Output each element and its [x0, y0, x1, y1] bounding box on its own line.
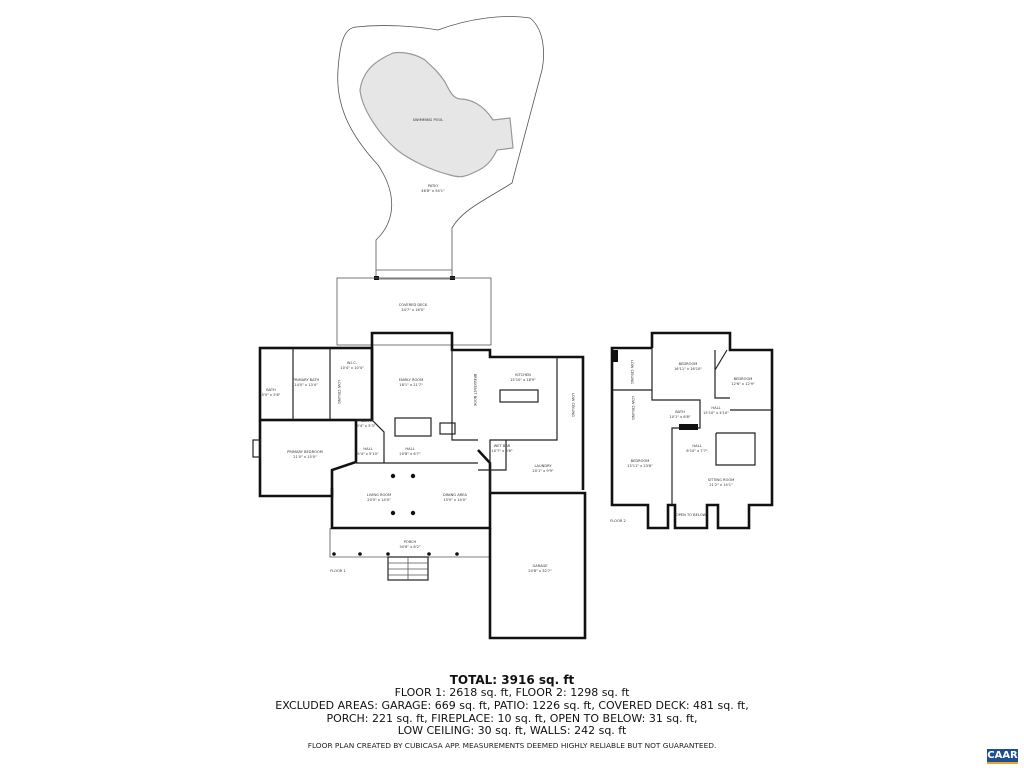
room-dims: 21'0" x 15'0": [293, 455, 317, 459]
room-dims: 15'10" x 4'10": [703, 411, 729, 415]
room-label: LOW CEILING: [337, 380, 341, 404]
room-label: BEDROOM: [631, 459, 650, 463]
floor2-walls: [610, 331, 774, 530]
floor2-label: FLOOR 2: [610, 519, 626, 523]
covered-deck-label: COVERED DECK: [399, 303, 428, 307]
excluded-areas-line2: PORCH: 221 sq. ft, FIREPLACE: 10 sq. ft,…: [326, 712, 698, 725]
pool-label: SWIMMING POOL: [413, 118, 444, 122]
floor1-label: FLOOR 1: [330, 569, 346, 573]
patio-label: PATIO: [428, 184, 438, 188]
room-label: HALL: [363, 447, 372, 451]
room-label: DINING AREA: [443, 493, 467, 497]
room-label: PRIMARY BATH: [293, 378, 320, 382]
excluded-areas-line3: LOW CEILING: 30 sq. ft, WALLS: 242 sq. f…: [397, 724, 627, 737]
room-label: BEDROOM: [734, 377, 753, 381]
room-label: BATH: [266, 388, 276, 392]
room-dims: 14'0" x 13'4": [294, 383, 318, 387]
total-area: TOTAL: 3916 sq. ft: [449, 673, 575, 687]
covered-deck-dims: 34'7" x 16'0": [401, 308, 425, 312]
room-label: BEDROOM: [679, 362, 698, 366]
floor2-labels: BEDROOM 16'11" x 16'10" BEDROOM 12'6" x …: [610, 360, 755, 523]
room-label: BREAKFAST NOOK: [473, 374, 477, 407]
room-label: HALL: [711, 406, 720, 410]
swimming-pool: [359, 51, 514, 178]
room-label: FAMILY ROOM: [399, 378, 423, 382]
room-dims: 16'11" x 16'10": [674, 367, 702, 371]
floor-areas: FLOOR 1: 2618 sq. ft, FLOOR 2: 1298 sq. …: [394, 686, 630, 699]
caar-logo: CAAR: [987, 749, 1018, 764]
room-dims: 5'0" x 5'6": [262, 393, 281, 397]
room-dims: 10'4" x 10'4": [340, 366, 364, 370]
room-dims: 18'1" x 21'7": [399, 383, 423, 387]
room-label: HALL: [692, 444, 701, 448]
room-label: LOW CEILING: [630, 360, 634, 384]
room-dims: 20'1" x 9'9": [532, 469, 553, 473]
room-dims: 20'8" x 6'7": [399, 452, 420, 456]
room-dims: 5'4" x 5'10": [357, 452, 378, 456]
room-dims: 20'8" x 32'7": [528, 569, 552, 573]
room-label: OPEN TO BELOW: [676, 513, 707, 517]
room-dims: 15'0" x 14'0": [443, 498, 467, 502]
room-dims: 30'8" x 8'2": [399, 545, 420, 549]
floor1-walls: [252, 331, 587, 640]
room-dims: 21'2" x 14'1": [709, 483, 733, 487]
room-label: SITTING ROOM: [708, 478, 735, 482]
room-dims: 12'6" x 12'9": [731, 382, 755, 386]
disclaimer: FLOOR PLAN CREATED BY CUBICASA APP. MEAS…: [307, 741, 717, 750]
room-label: LOW CEILING: [571, 393, 575, 417]
room-label: BATH: [675, 410, 685, 414]
patio-outline: [337, 16, 544, 280]
room-label: PORCH: [404, 540, 417, 544]
room-label: W.I.C.: [347, 361, 357, 365]
room-dims: 10'7" x 6'6": [491, 449, 512, 453]
room-label: LOW CEILING: [631, 396, 635, 420]
patio-dims: 46'8" x 54'1": [421, 189, 445, 193]
room-label: BATH: [361, 419, 371, 423]
excluded-areas-line1: EXCLUDED AREAS: GARAGE: 669 sq. ft, PATI…: [275, 699, 749, 712]
floor1-labels: PRIMARY BATH 14'0" x 13'4" W.I.C. 10'4" …: [262, 361, 575, 573]
room-label: GARAGE: [532, 564, 548, 568]
room-label: WET BAR: [494, 444, 511, 448]
room-dims: 13'11" x 23'8": [627, 464, 653, 468]
room-dims: 8'10" x 7'7": [686, 449, 707, 453]
room-label: LAUNDRY: [534, 464, 552, 468]
covered-deck: [336, 277, 492, 346]
room-label: KITCHEN: [515, 373, 531, 377]
room-dims: 20'0" x 14'0": [367, 498, 391, 502]
room-label: HALL: [405, 447, 414, 451]
room-label: PRIMARY BEDROOM: [287, 450, 323, 454]
room-dims: 5'4" x 5'3": [357, 424, 376, 428]
room-label: LIVING ROOM: [367, 493, 391, 497]
room-dims: 10'1" x 6'8": [669, 415, 690, 419]
room-dims: 15'10" x 18'9": [510, 378, 536, 382]
